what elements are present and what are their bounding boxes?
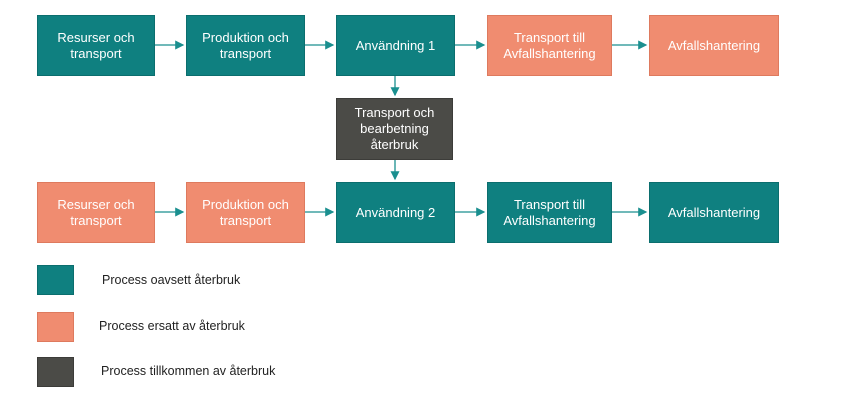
middle-box: Transport och bearbetning återbruk <box>336 98 453 160</box>
row2-box-2: Produktion och transport <box>186 182 305 243</box>
legend-label-teal: Process oavsett återbruk <box>102 273 241 287</box>
row2-box-1: Resurser och transport <box>37 182 155 243</box>
row2-box-3: Användning 2 <box>336 182 455 243</box>
legend-label-salmon: Process ersatt av återbruk <box>99 319 245 333</box>
row1-box-5: Avfallshantering <box>649 15 779 76</box>
row1-box-2: Produktion och transport <box>186 15 305 76</box>
legend-swatch-salmon <box>37 312 74 342</box>
row1-box-1: Resurser och transport <box>37 15 155 76</box>
row2-box-5: Avfallshantering <box>649 182 779 243</box>
legend-label-dark: Process tillkommen av återbruk <box>101 364 276 378</box>
row2-box-4: Transport till Avfallshantering <box>487 182 612 243</box>
row1-box-4: Transport till Avfallshantering <box>487 15 612 76</box>
legend-swatch-teal <box>37 265 74 295</box>
row1-box-3: Användning 1 <box>336 15 455 76</box>
legend-swatch-dark <box>37 357 74 387</box>
